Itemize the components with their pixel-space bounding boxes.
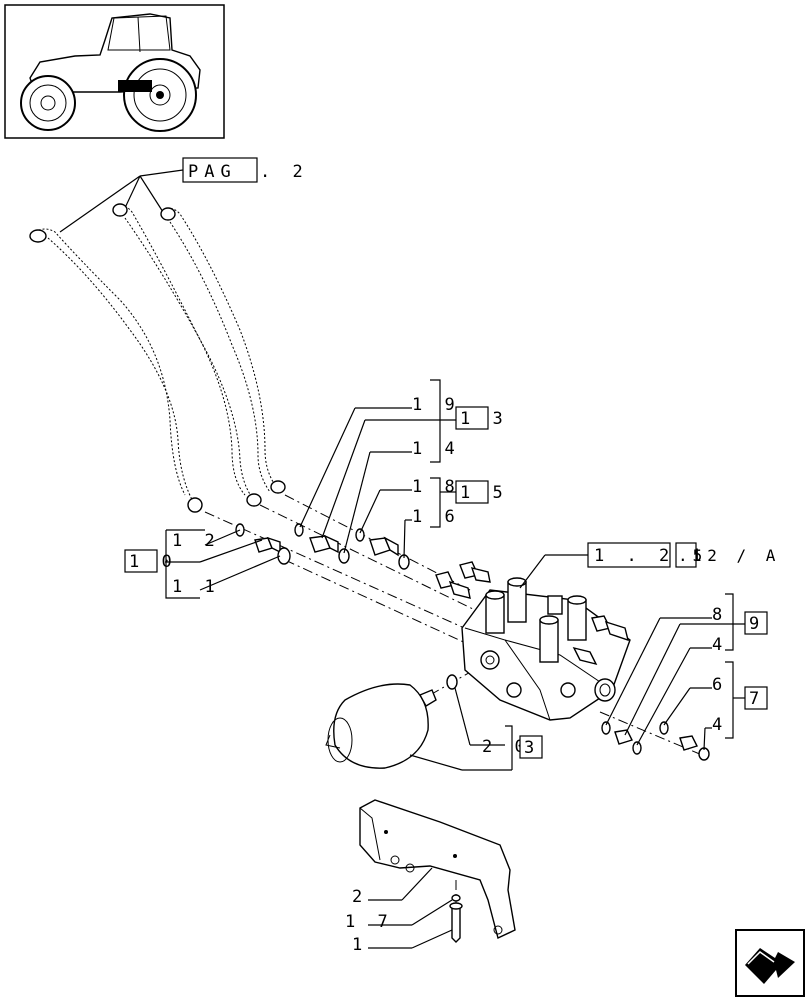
- control-valve-block[interactable]: [435, 561, 631, 721]
- callout-labels: 1 9 1 3 1 4 1 8 1 5 1 6 1 2 1 0 1 1 1 . …: [124, 395, 780, 955]
- label-13: 1 3: [460, 409, 509, 429]
- label-7-box: [744, 686, 768, 710]
- label-17: 1 7: [345, 912, 394, 932]
- label-10: 1 0: [129, 552, 178, 572]
- label-15: 1 5: [460, 483, 509, 503]
- reference-box-small: [675, 542, 697, 568]
- label-3-box: [519, 735, 543, 759]
- hydraulic-hoses[interactable]: [29, 203, 286, 513]
- label-3: 3: [524, 738, 540, 758]
- label-19: 1 9: [412, 395, 461, 415]
- plug-fittings-right[interactable]: [601, 721, 710, 761]
- page-reference[interactable]: PAG . 2: [59, 157, 309, 233]
- label-9-box: [744, 611, 768, 635]
- label-15-box: [455, 480, 489, 504]
- label-7: 7: [749, 689, 765, 709]
- label-18: 1 8: [412, 477, 461, 497]
- label-4-upper: 4: [712, 635, 728, 655]
- next-page-arrow-icon[interactable]: [735, 929, 805, 997]
- reference-box: [587, 542, 671, 568]
- callouts: [165, 379, 745, 949]
- page-reference-tail: . 2: [260, 162, 309, 182]
- reference-tail: .52 / A: [678, 546, 780, 565]
- mounting-bracket[interactable]: [359, 799, 516, 943]
- label-10-box: [124, 549, 158, 573]
- fitting-group-left[interactable]: [235, 523, 291, 565]
- assembly-centerlines: [204, 494, 703, 756]
- label-6: 6: [712, 675, 728, 695]
- label-16: 1 6: [412, 507, 461, 527]
- page-reference-label: PAG: [188, 162, 237, 182]
- label-13-box: [455, 406, 489, 430]
- label-20: 2 0: [482, 737, 531, 757]
- fitting-group-middle[interactable]: [294, 523, 350, 564]
- label-8: 8: [712, 605, 728, 625]
- label-1: 1: [352, 935, 368, 955]
- label-11: 1 1: [172, 577, 221, 597]
- tractor-thumbnail[interactable]: [4, 4, 225, 139]
- label-4-lower: 4: [712, 715, 728, 735]
- label-2: 2: [352, 887, 368, 907]
- reference-label: 1 . 2 1: [594, 546, 708, 566]
- accumulator[interactable]: [325, 674, 458, 769]
- label-9: 9: [749, 614, 765, 634]
- fitting-group-right[interactable]: [355, 528, 410, 570]
- label-14: 1 4: [412, 439, 461, 459]
- label-12: 1 2: [172, 531, 221, 551]
